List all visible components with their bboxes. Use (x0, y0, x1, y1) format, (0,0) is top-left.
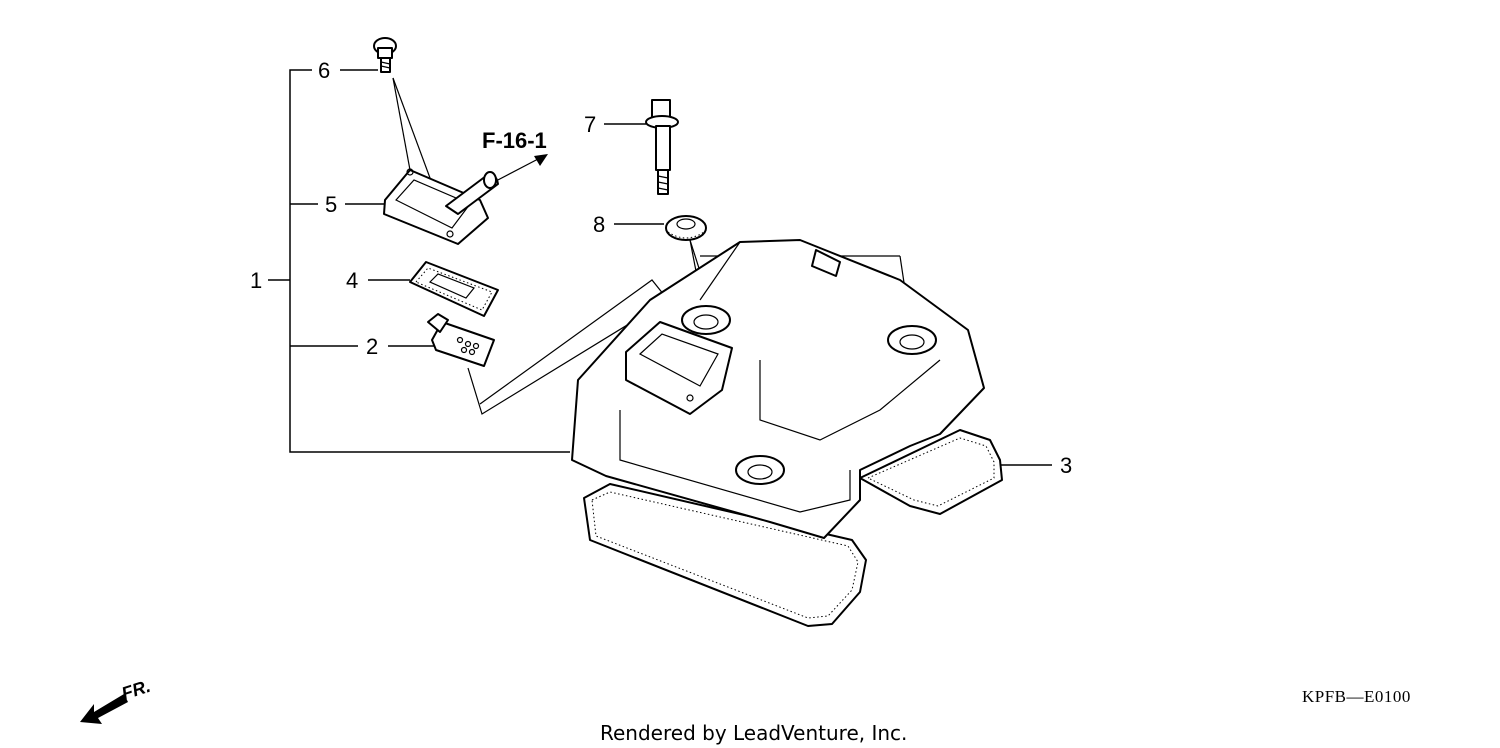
callout-4: 4 (346, 268, 358, 293)
front-indicator-label: FR. (119, 676, 153, 704)
callout-5: 5 (325, 192, 337, 217)
head-cover-icon (571, 239, 985, 539)
callout-8: 8 (593, 212, 605, 237)
callout-7: 7 (584, 112, 596, 137)
callout-1: 1 (250, 268, 262, 293)
reference-label: F-16-1 (482, 128, 547, 153)
diagram-code: KPFB—E0100 (1302, 687, 1411, 706)
render-credit: Rendered by LeadVenture, Inc. (600, 721, 907, 745)
callout-3: 3 (1060, 453, 1072, 478)
front-arrow-icon (80, 694, 128, 724)
gasket-4-icon (409, 261, 499, 317)
head-cover-gasket-3-icon (583, 429, 1003, 627)
bolt-7-icon (645, 99, 679, 195)
assembly-bracket (268, 69, 570, 453)
callout-2: 2 (366, 334, 378, 359)
screw-6-icon (373, 37, 397, 73)
callout-6: 6 (318, 58, 330, 83)
seal-8-icon (665, 215, 707, 241)
breather-cover-5-icon (383, 168, 499, 245)
separator-2-icon (427, 313, 495, 367)
